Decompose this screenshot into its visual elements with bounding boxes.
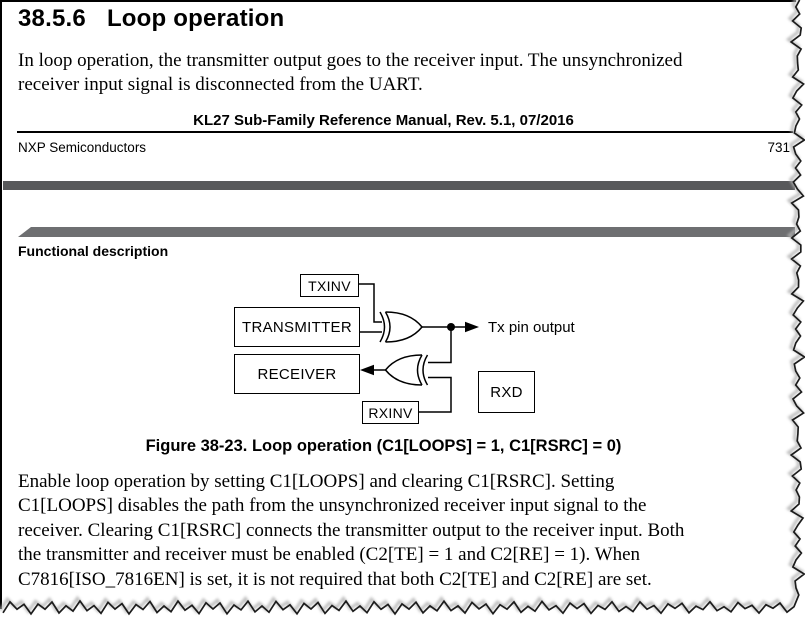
intro-line: In loop operation, the transmitter outpu… — [18, 50, 683, 71]
page-divider-bar — [3, 181, 795, 190]
xor-gate-tx-backarc — [379, 311, 386, 343]
xor-gate-rx-body — [384, 354, 423, 386]
receiver-block: RECEIVER — [234, 354, 360, 394]
xor-gate-rx-backarc — [422, 354, 429, 386]
rxinv-block: RXINV — [362, 401, 419, 424]
body-paragraph: Enable loop operation by setting C1[LOOP… — [18, 470, 684, 592]
figure-caption: Figure 38-23. Loop operation (C1[LOOPS] … — [145, 437, 622, 455]
body-line: receiver. Clearing C1[RSRC] connects the… — [18, 519, 685, 541]
xor-gate-tx-inputarc — [384, 311, 391, 343]
intro-line: receiver input signal is disconnected fr… — [18, 74, 423, 96]
tx-pin-output-label: Tx pin output — [488, 319, 575, 336]
manual-title: KL27 Sub-Family Reference Manual, Rev. 5… — [193, 112, 574, 129]
xor-gate-rx-inputarc — [416, 354, 423, 386]
wire-rxinv — [417, 376, 452, 413]
rxd-block: RXD — [478, 371, 535, 413]
arrow-left-icon — [360, 364, 374, 376]
section-bar-label: Functional description — [18, 243, 169, 259]
intro-paragraph: In loop operation, the transmitter outpu… — [18, 49, 682, 98]
wire-txinv — [358, 283, 382, 323]
page-border-top — [0, 0, 796, 2]
body-line: C1[LOOPS] disables the path from the uns… — [18, 495, 647, 517]
page-number: 731 — [767, 140, 790, 155]
xor-gate-tx-body — [385, 311, 423, 343]
publisher-name: NXP Semiconductors — [18, 140, 147, 155]
footer-row: NXP Semiconductors 731 — [18, 140, 790, 155]
section-heading: 38.5.6 Loop operation — [18, 5, 284, 33]
body-line: Enable loop operation by setting C1[LOOP… — [18, 471, 615, 492]
section-header-bar — [18, 227, 795, 237]
wire-junction-down — [428, 327, 452, 364]
footer-rule — [17, 131, 793, 133]
section-title: Loop operation — [106, 5, 285, 32]
transmitter-block: TRANSMITTER — [234, 307, 360, 347]
loop-operation-diagram: TXINV TRANSMITTER RECEIVER RXINV RXD Tx … — [0, 267, 805, 432]
junction-dot — [447, 323, 455, 331]
body-line: C7816[ISO_7816EN] is set, it is not requ… — [18, 568, 652, 590]
arrow-right-icon — [465, 321, 479, 333]
body-line: the transmitter and receiver must be ena… — [18, 544, 641, 566]
section-number: 38.5.6 — [18, 5, 86, 32]
txinv-block: TXINV — [300, 274, 359, 297]
